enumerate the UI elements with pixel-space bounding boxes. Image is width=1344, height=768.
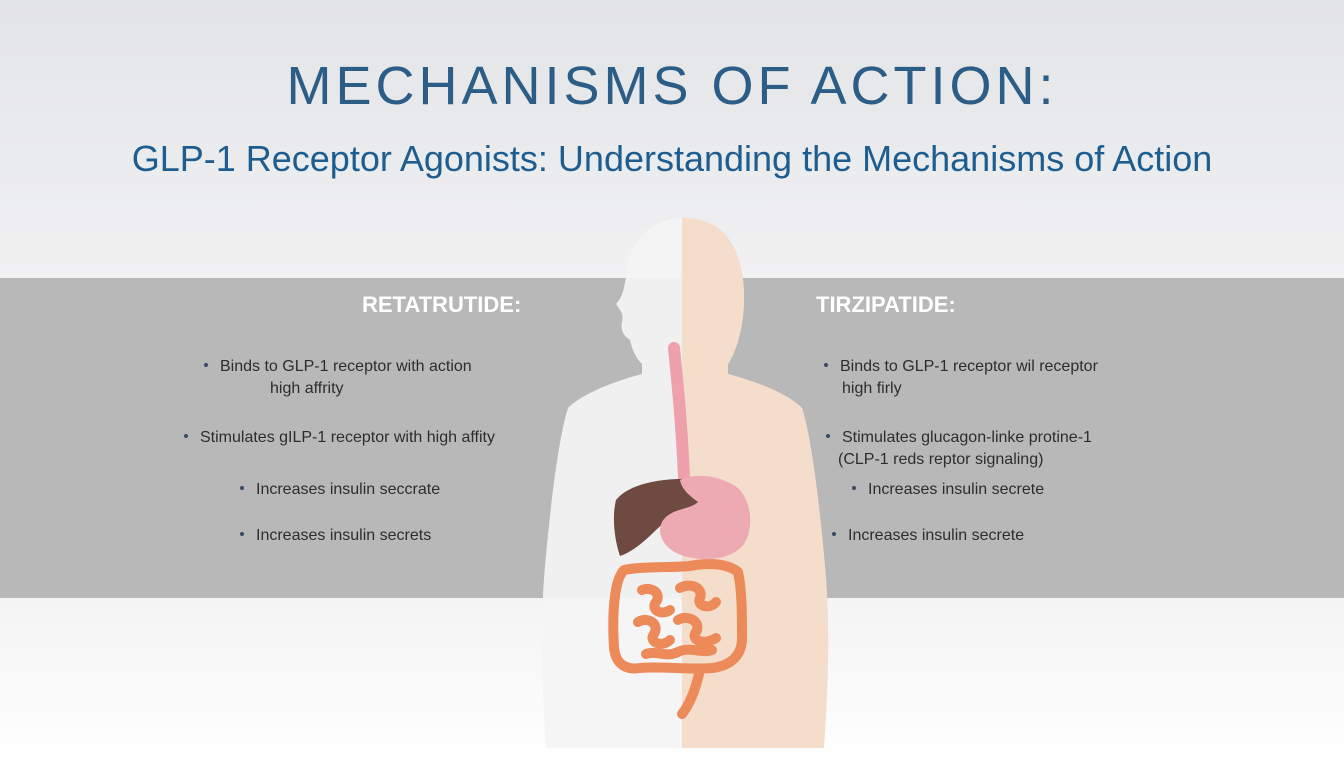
tirzipatide-heading: TIRZIPATIDE:	[816, 292, 956, 317]
page-subtitle: GLP-1 Receptor Agonists: Understanding t…	[131, 138, 1213, 179]
left-item-4-line1: Increases insulin secrets	[256, 527, 432, 544]
left-item-1: Binds to GLP-1 receptor with action	[204, 356, 472, 377]
right-item-2-line2: (CLP-1 reds reptor signaling)	[838, 451, 1044, 468]
bullet-icon	[240, 531, 244, 536]
right-item-1-line1: Binds to GLP-1 receptor wil receptor	[840, 358, 1098, 375]
bullet-icon	[832, 531, 836, 536]
bullet-icon	[240, 485, 244, 490]
bullet-icon	[852, 485, 856, 490]
bullet-icon	[824, 362, 828, 367]
esophagus	[668, 342, 690, 484]
right-item-1-cont: high firly	[842, 378, 902, 399]
right-item-3-line1: Increases insulin secrete	[868, 481, 1045, 498]
right-item-4: Increases insulin secrete	[832, 525, 1024, 546]
right-item-1: Binds to GLP-1 receptor wil receptor	[824, 356, 1098, 377]
right-item-1-line2: high firly	[842, 380, 902, 397]
right-item-2: Stimulates glucagon-linke protine-1	[826, 427, 1092, 448]
left-item-1-cont: high affrity	[270, 378, 344, 399]
right-item-2-line1: Stimulates glucagon-linke protine-1	[842, 429, 1092, 446]
left-item-4: Increases insulin secrets	[240, 525, 431, 546]
stomach	[660, 475, 751, 560]
right-item-2-cont: (CLP-1 reds reptor signaling)	[838, 449, 1043, 470]
liver	[613, 478, 711, 556]
left-item-2: Stimulates gILP-1 receptor with high aff…	[184, 427, 495, 448]
right-item-3: Increases insulin secrete	[852, 479, 1044, 500]
retatrutide-heading: RETATRUTIDE:	[362, 292, 522, 317]
left-item-3-line1: Increases insulin seccrate	[256, 481, 441, 498]
left-item-3: Increases insulin seccrate	[240, 479, 440, 500]
right-item-4-line1: Increases insulin secrete	[848, 527, 1025, 544]
left-item-1-line2: high affrity	[270, 380, 344, 397]
human-body-illustration	[541, 218, 829, 748]
bullet-icon	[184, 433, 188, 438]
page-title: MECHANISMS OF ACTION:	[286, 56, 1058, 116]
bullet-icon	[204, 362, 208, 367]
intestines	[608, 559, 747, 719]
left-item-2-line1: Stimulates gILP-1 receptor with high aff…	[200, 429, 495, 446]
bullet-icon	[826, 433, 830, 438]
left-item-1-line1: Binds to GLP-1 receptor with action	[220, 358, 472, 375]
